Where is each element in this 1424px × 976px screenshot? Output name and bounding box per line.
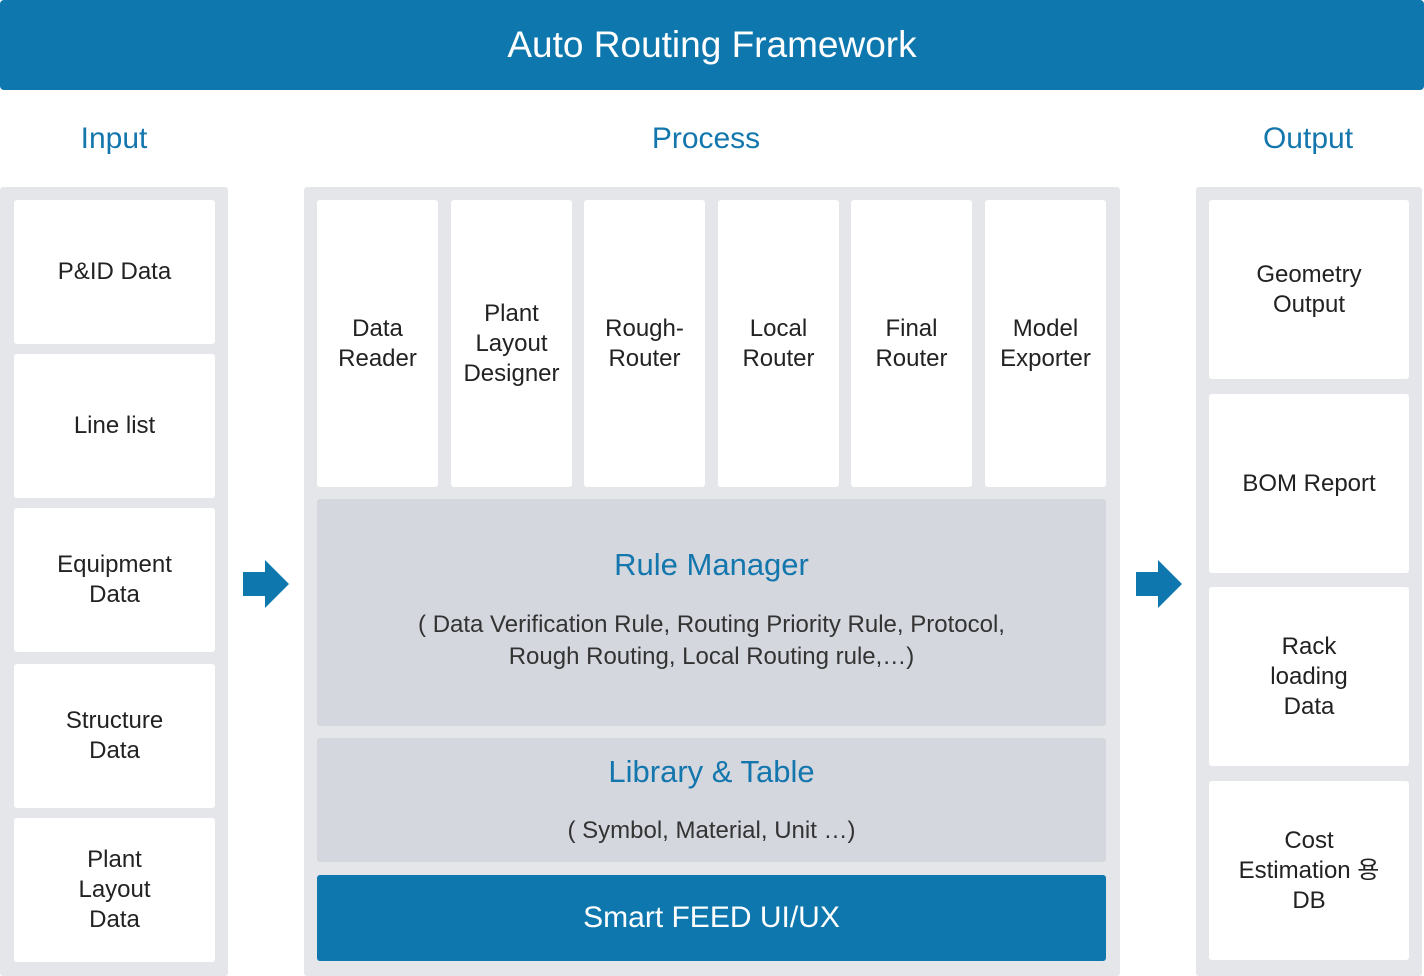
process-module: Final Router — [851, 200, 972, 487]
arrow-right-icon — [1136, 560, 1182, 608]
process-module: Model Exporter — [985, 200, 1106, 487]
library-table-block: Library & Table ( Symbol, Material, Unit… — [317, 738, 1106, 862]
rule-manager-title: Rule Manager — [614, 547, 809, 582]
input-item: Structure Data — [14, 664, 215, 808]
library-table-description: ( Symbol, Material, Unit …) — [567, 817, 856, 844]
output-item: BOM Report — [1209, 394, 1409, 573]
output-item: Cost Estimation 용 DB — [1209, 781, 1409, 960]
rule-manager-block: Rule Manager ( Data Verification Rule, R… — [317, 499, 1106, 726]
input-item: Plant Layout Data — [14, 818, 215, 962]
output-panel: Geometry Output BOM Report Rack loading … — [1196, 187, 1422, 976]
input-item: P&ID Data — [14, 200, 215, 344]
smart-feed-label: Smart FEED UI/UX — [583, 901, 840, 934]
output-heading: Output — [1262, 122, 1354, 155]
input-panel: P&ID Data Line list Equipment Data Struc… — [0, 187, 228, 976]
output-item: Rack loading Data — [1209, 587, 1409, 766]
arrow-right-icon — [243, 560, 289, 608]
input-item: Line list — [14, 354, 215, 498]
process-panel: Data Reader Plant Layout Designer Rough-… — [304, 187, 1120, 976]
process-module: Rough- Router — [584, 200, 705, 487]
input-item: Equipment Data — [14, 508, 215, 652]
output-item: Geometry Output — [1209, 200, 1409, 379]
process-module: Data Reader — [317, 200, 438, 487]
process-module: Plant Layout Designer — [451, 200, 572, 487]
input-heading: Input — [80, 122, 148, 155]
library-table-title: Library & Table — [608, 754, 815, 789]
rule-manager-description: ( Data Verification Rule, Routing Priori… — [418, 611, 1005, 670]
diagram-title: Auto Routing Framework — [507, 24, 917, 65]
diagram-title-bar: Auto Routing Framework — [0, 0, 1424, 90]
process-heading: Process — [651, 122, 761, 155]
process-module: Local Router — [718, 200, 839, 487]
smart-feed-bar: Smart FEED UI/UX — [317, 875, 1106, 961]
